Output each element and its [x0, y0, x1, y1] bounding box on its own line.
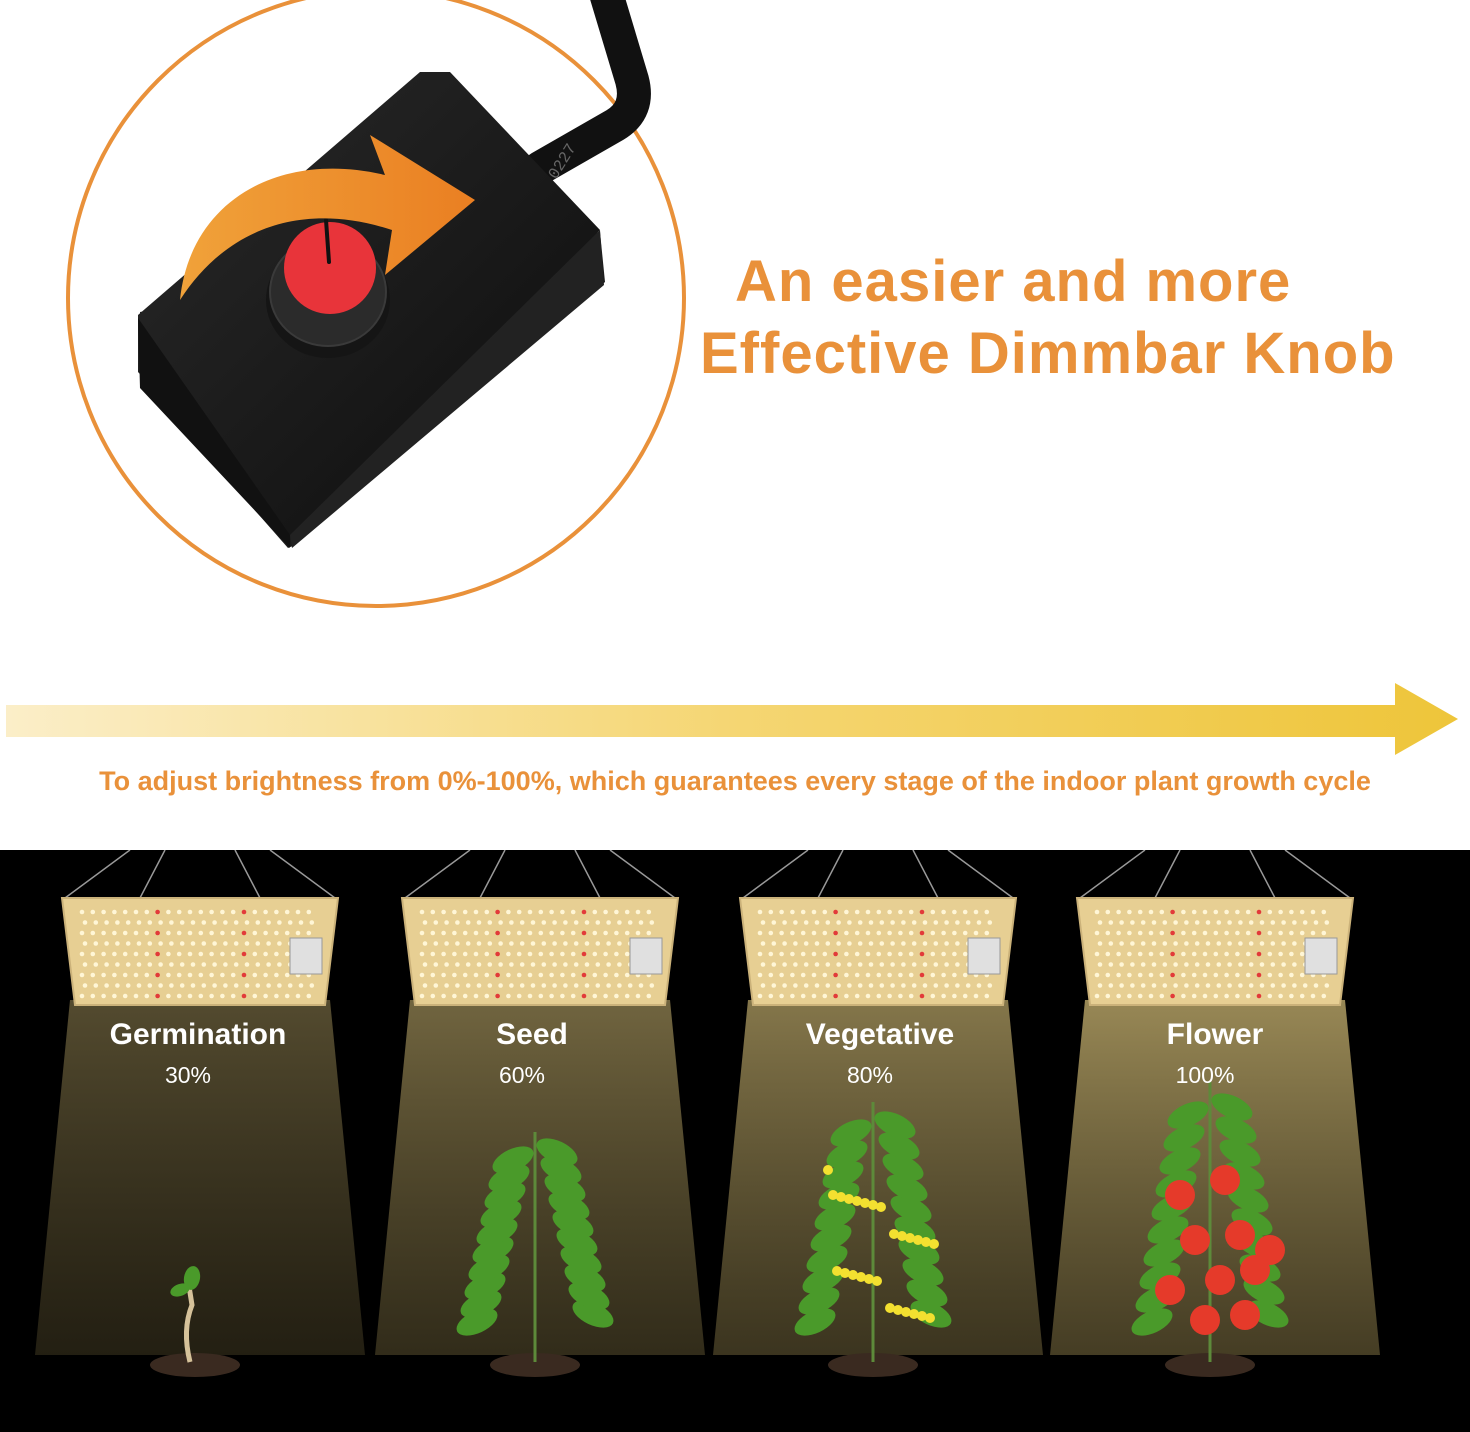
rotate-arrow-icon — [180, 135, 475, 300]
dimmer-box-front — [138, 318, 290, 548]
light-beam — [375, 1000, 705, 1355]
stage-brightness: 60% — [498, 1062, 546, 1088]
soil-mound — [1165, 1353, 1255, 1377]
dimmer-box-right — [290, 230, 604, 548]
soil-mound — [828, 1353, 918, 1377]
stage-brightness: 100% — [1175, 1062, 1235, 1088]
driver-box — [629, 937, 663, 975]
growth-stages-illustration — [35, 850, 1380, 1377]
plant-germination — [170, 1266, 201, 1363]
led-dots — [757, 909, 993, 999]
driver-box — [1304, 937, 1338, 975]
brightness-gradient-arrow-icon — [6, 683, 1458, 755]
plant-flower — [1131, 1082, 1289, 1362]
stage-brightness: 80% — [846, 1062, 894, 1088]
stage-name: Seed — [496, 1018, 568, 1051]
hanging-wires — [64, 850, 336, 899]
stage-name: Vegetative — [805, 1018, 955, 1051]
dimmer-illustration: 0227 — [66, 0, 686, 608]
plant-vegetative — [794, 1102, 952, 1362]
growth-stages-section: Germination 30% Seed 60% Vegetative 80% Flower… — [0, 850, 1470, 1432]
hanging-wires — [404, 850, 676, 899]
dimmer-cable — [523, 0, 651, 185]
led-dots — [1094, 909, 1330, 999]
headline-line-1: An easier and more — [735, 249, 1292, 314]
headline-line-2: Effective Dimmbar Knob — [700, 321, 1396, 386]
stage-flower — [1050, 850, 1380, 1377]
stage-vegetative — [713, 850, 1043, 1377]
driver-box — [967, 937, 1001, 975]
led-dots — [419, 909, 655, 999]
brightness-caption: To adjust brightness from 0%-100%, which… — [99, 766, 1371, 796]
hanging-wires — [1079, 850, 1351, 899]
top-section: 0227 An easier and more Effective Dimmba… — [6, 0, 1458, 796]
stage-brightness: 30% — [164, 1062, 212, 1088]
soil-mound — [490, 1353, 580, 1377]
knob-indicator — [324, 218, 331, 264]
stage-name: Flower — [1166, 1018, 1264, 1051]
led-dots — [79, 909, 315, 999]
hanging-wires — [742, 850, 1014, 899]
knob-red-cap[interactable] — [284, 222, 376, 314]
stage-germination — [35, 850, 365, 1377]
soil-mound — [150, 1353, 240, 1377]
light-beam — [713, 1000, 1043, 1355]
driver-box — [289, 937, 323, 975]
plant-seed — [456, 1132, 614, 1362]
stage-name: Germination — [109, 1018, 287, 1051]
light-beam — [35, 1000, 365, 1355]
stage-seed — [375, 850, 705, 1377]
